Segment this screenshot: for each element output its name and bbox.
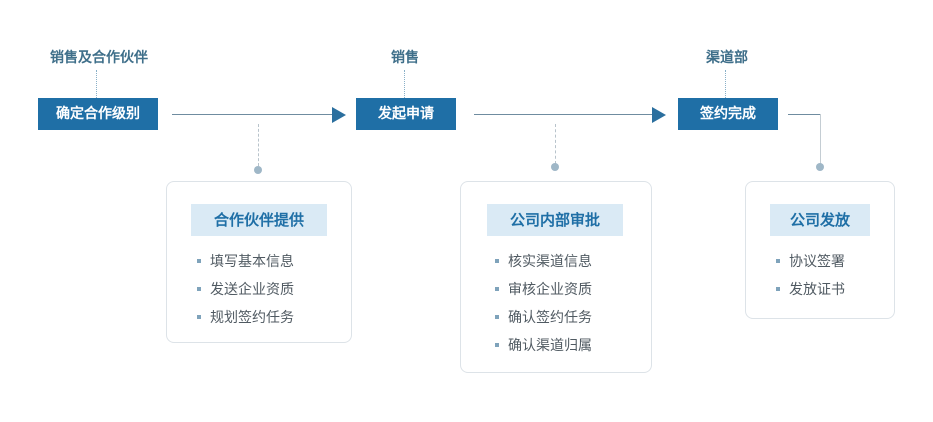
list-item: 审核企业资质 [495, 280, 592, 300]
connector-role-2 [404, 70, 405, 98]
list-item: 确认渠道归属 [495, 336, 592, 356]
bullet-icon [197, 286, 201, 291]
card-title: 公司发放 [770, 204, 870, 236]
list-item: 协议签署 [776, 252, 845, 272]
card-title: 合作伙伴提供 [191, 204, 327, 236]
arrow-line-2 [474, 114, 654, 115]
arrowhead-1 [332, 107, 346, 123]
elbow-line-3 [788, 114, 821, 115]
role-label-sales: 销售 [391, 50, 419, 66]
list-item: 核实渠道信息 [495, 252, 592, 272]
list-item: 填写基本信息 [197, 252, 294, 272]
list-item: 确认签约任务 [495, 308, 592, 328]
bullet-icon [495, 342, 499, 347]
connector-role-1 [96, 70, 97, 98]
role-label-sales-partners: 销售及合作伙伴 [50, 50, 148, 66]
card-internal-approval: 公司内部审批 核实渠道信息 审核企业资质 确认签约任务 确认渠道归属 [460, 181, 652, 373]
elbow-line-3-vertical [820, 114, 821, 164]
connector-dot-3 [816, 163, 824, 171]
bullet-icon [776, 258, 780, 263]
bullet-icon [197, 314, 201, 319]
card-company-issues: 公司发放 协议签署 发放证书 [745, 181, 895, 319]
connector-card-1 [258, 124, 259, 166]
connector-role-3 [725, 70, 726, 98]
list-item: 发送企业资质 [197, 280, 294, 300]
card-partner-provides: 合作伙伴提供 填写基本信息 发送企业资质 规划签约任务 [166, 181, 352, 343]
bullet-icon [495, 286, 499, 291]
list-item: 发放证书 [776, 280, 845, 300]
bullet-icon [776, 286, 780, 291]
bullet-icon [197, 258, 201, 263]
card-title: 公司内部审批 [487, 204, 623, 236]
step-box-submit-application: 发起申请 [356, 98, 456, 130]
connector-dot-1 [254, 166, 262, 174]
list-item: 规划签约任务 [197, 308, 294, 328]
bullet-icon [495, 258, 499, 263]
role-label-channel-dept: 渠道部 [706, 50, 748, 66]
step-box-determine-level: 确定合作级别 [38, 98, 158, 130]
connector-dot-2 [551, 163, 559, 171]
arrowhead-2 [652, 107, 666, 123]
bullet-icon [495, 314, 499, 319]
arrow-line-1 [172, 114, 334, 115]
connector-card-2 [555, 124, 556, 164]
step-box-sign-complete: 签约完成 [678, 98, 778, 130]
